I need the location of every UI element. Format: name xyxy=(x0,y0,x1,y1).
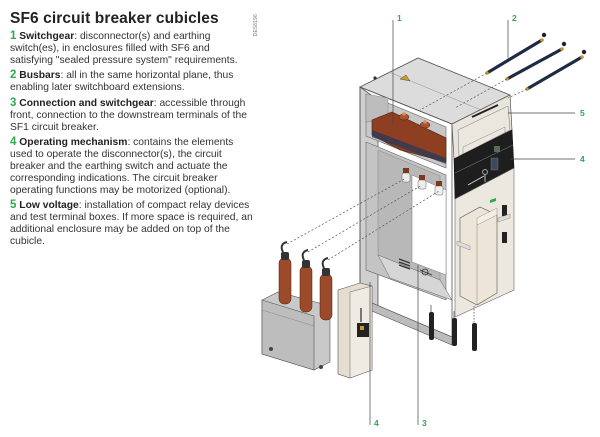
callout-4-bottom: 4 xyxy=(369,282,379,428)
description-panel: SF6 circuit breaker cubicles 1 Switchgea… xyxy=(10,10,255,252)
busbars xyxy=(419,32,587,111)
callout-label: 4 xyxy=(374,418,379,428)
callout-label: 3 xyxy=(422,418,427,428)
item-connection: 3 Connection and switchgear: accessible … xyxy=(10,96,255,133)
callout-label: 4 xyxy=(580,154,585,164)
item-term: Operating mechanism xyxy=(19,137,128,149)
item-busbars: 2 Busbars: all in the same horizontal pl… xyxy=(10,69,255,94)
sf1-circuit-breaker xyxy=(261,177,440,371)
item-number: 4 xyxy=(10,136,17,149)
cable-terminations xyxy=(429,305,477,351)
item-operating-mechanism: 4 Operating mechanism: contains the elem… xyxy=(10,136,255,196)
item-number: 1 xyxy=(10,30,17,42)
callout-label: 1 xyxy=(397,13,402,23)
item-term: Switchgear xyxy=(19,31,75,42)
item-description: : all in the same horizontal plane, thus… xyxy=(10,70,234,94)
item-description: : contains the elements used to operate … xyxy=(10,137,234,196)
item-description: : disconnector(s) and earthing switch(es… xyxy=(10,31,238,66)
callout-3: 3 xyxy=(417,265,427,428)
item-term: Busbars xyxy=(19,70,61,82)
warning-sign-icon xyxy=(399,74,411,82)
front-cover-panel xyxy=(454,167,515,318)
item-number: 5 xyxy=(10,199,17,212)
callout-label: 2 xyxy=(512,13,517,23)
callout-2: 2 xyxy=(507,13,517,58)
item-description: : installation of compact relay devices … xyxy=(10,200,253,247)
breaker-mechanism-box xyxy=(337,282,373,379)
callout-5: 5 xyxy=(508,108,585,118)
item-number: 2 xyxy=(10,69,17,82)
item-number: 3 xyxy=(10,96,17,109)
page-title: SF6 circuit breaker cubicles xyxy=(10,10,219,27)
item-low-voltage: 5 Low voltage: installation of compact r… xyxy=(10,199,255,247)
callout-1: 1 xyxy=(392,13,402,125)
sf6-switchgear xyxy=(371,111,447,196)
item-term: Low voltage xyxy=(19,200,79,212)
item-switchgear: 1 Switchgear: disconnector(s) and earthi… xyxy=(10,30,255,66)
floor-cable-plate xyxy=(398,258,433,276)
item-term: Connection and switchgear xyxy=(19,97,154,109)
callout-label: 5 xyxy=(580,108,585,118)
item-description: : accessible through front, connection t… xyxy=(10,97,247,133)
callout-4-top: 4 xyxy=(510,154,585,164)
